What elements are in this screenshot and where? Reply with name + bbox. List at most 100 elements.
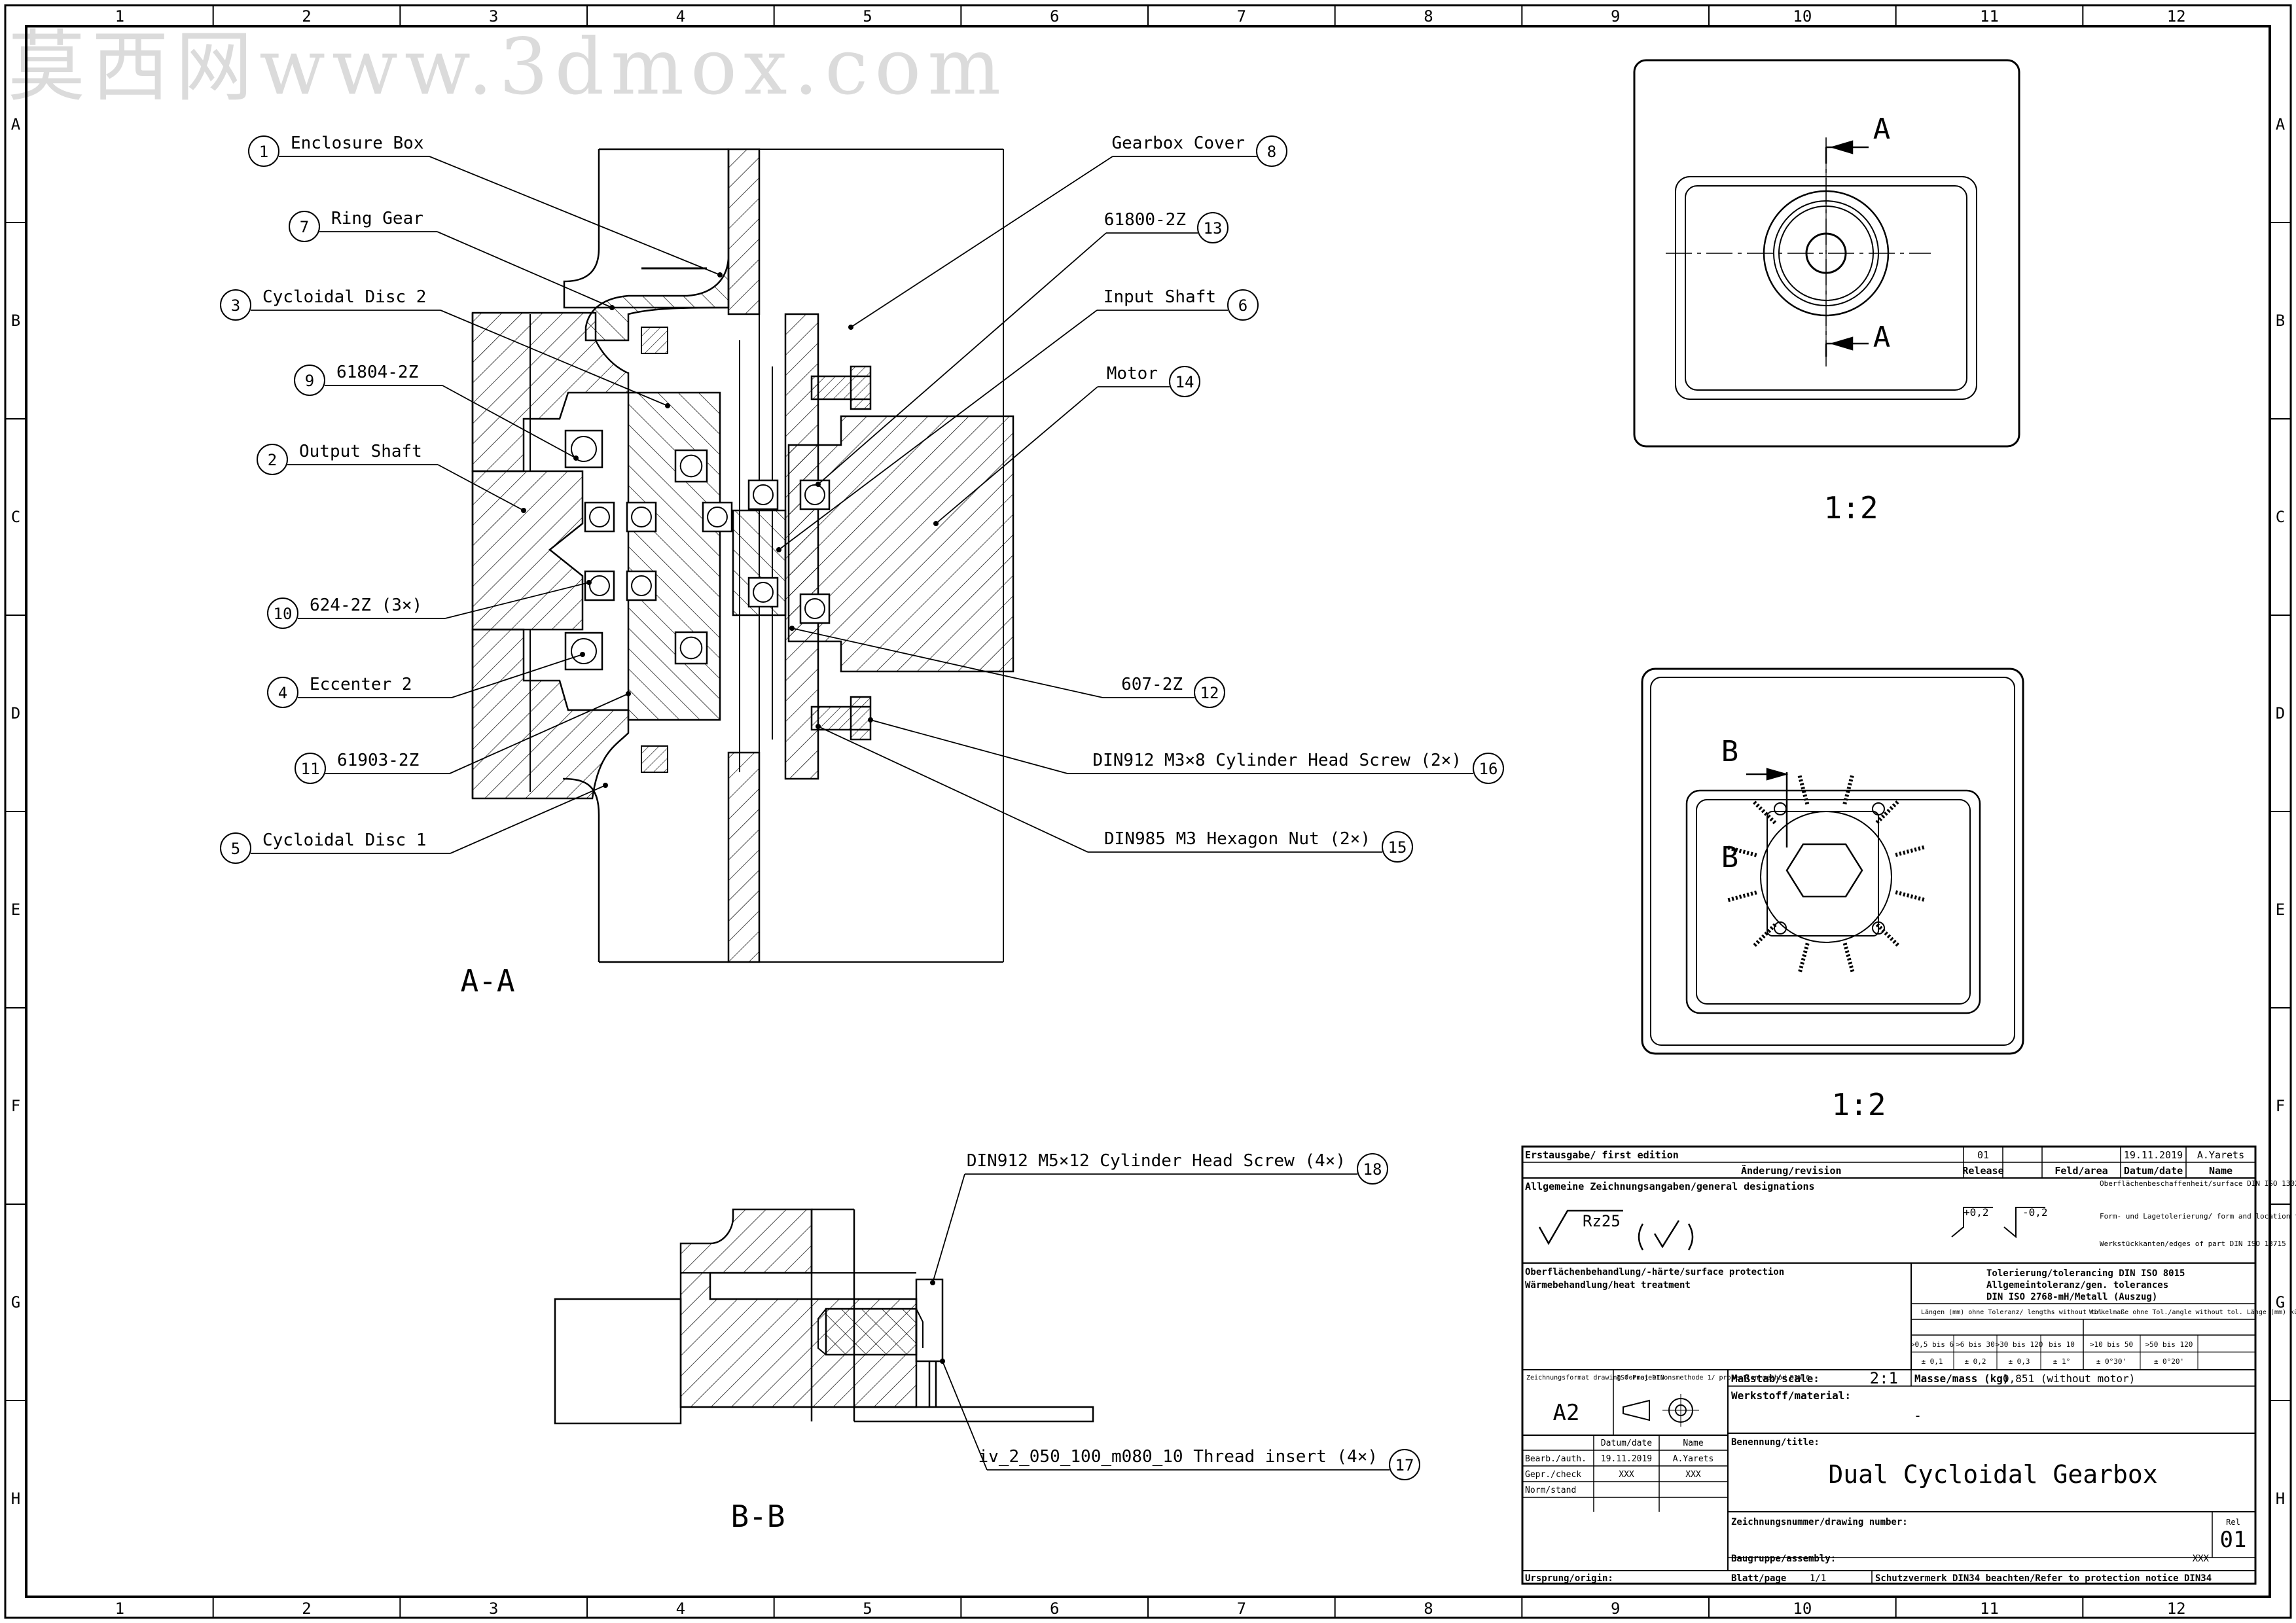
callout-label: Input Shaft [1103,287,1216,307]
tb-tolerancing: Tolerierung/tolerancing DIN ISO 8015 [1986,1268,2185,1279]
callout-number: 2 [268,451,277,469]
callout-6: 6 Input Shaft [776,287,1259,552]
callout-balloon [289,211,320,242]
tb-angles-label: Winkelmaße ohne Tol./angle without tol. … [2089,1309,2296,1316]
tb-revision: Änderung/revision [1741,1164,1842,1177]
callout-number: 15 [1388,838,1407,857]
callout-balloon [257,444,288,475]
tb-assembly: XXX [2193,1554,2210,1564]
callout-leader-dot [609,305,615,310]
callout-label: Ring Gear [331,209,423,228]
callout-balloon [1382,831,1413,863]
output-shaft [471,470,584,631]
section-bb-view [554,1208,1094,1425]
tol-range-cell: >50 bis 120 [2145,1340,2193,1349]
callout-number: 6 [1238,296,1247,315]
tb-material: - [1914,1408,1922,1423]
callout-balloon [267,677,298,708]
callout-leader-dot [521,508,526,513]
frame-row-label-left: E [11,901,20,919]
tb-surface-treatment: Oberflächenbehandlung/-härte/surface pro… [1525,1267,1784,1277]
cut-label-a-bottom: A [1873,321,1891,354]
tb-projection: ISO-Projektionsmethode 1/ projection met… [1617,1374,1810,1382]
tb-title: Dual Cycloidal Gearbox [1828,1460,2157,1489]
callout-leader-dot [933,521,939,526]
tb-surface-std: Oberflächenbeschaffenheit/surface DIN IS… [2100,1179,2296,1188]
callout-balloon [1169,366,1200,397]
cover-screw-upper [810,365,872,410]
spring-mark [1842,775,1854,805]
motor-body [787,415,1014,673]
watermark: 莫西网www.3dmox.com [8,22,1008,112]
spring-mark [1753,923,1777,947]
callout-leader-dot [868,717,873,722]
tb-date-label: Datum/date [2124,1165,2183,1177]
frame-row-label-right: B [2276,312,2285,330]
callout-label: Enclosure Box [291,134,424,153]
top-view [1633,59,2020,448]
tol-value-cell: ± 0,2 [1964,1357,1986,1366]
callout-balloon [1357,1153,1388,1185]
tb-origin-label: Ursprung/origin: [1525,1573,1613,1584]
spring-mark [1895,845,1925,857]
callout-number: 17 [1395,1456,1414,1474]
frame-col-label-bottom: 12 [2167,1599,2186,1618]
scale-top-view: 1:2 [1823,490,1878,526]
tol-range-cell: bis 10 [2049,1340,2075,1349]
tb-rel: 01 [2220,1527,2247,1553]
frame-col-label-top: 7 [1237,7,1246,26]
callout-leader-dot [603,783,608,788]
tb-name-label: Name [2209,1165,2233,1177]
tol-value-cell: ± 0,1 [1921,1357,1943,1366]
callout-label: 61903-2Z [337,751,419,770]
frame-col-label-bottom: 6 [1050,1599,1059,1618]
tol-value-cell: ± 1° [2053,1357,2071,1366]
frame-row-label-right: D [2276,704,2285,722]
callout-leader-dot [580,652,585,657]
callout-leader [450,785,606,854]
spring-mark [1797,775,1810,805]
callout-label: DIN912 M5×12 Cylinder Head Screw (4×) [967,1151,1346,1171]
spring-mark [1753,800,1777,825]
callout-balloon [267,597,298,629]
tol-value-cell: ± 0°30' [2096,1357,2126,1366]
callout-label: 624-2Z (3×) [310,596,422,615]
tb-protection: Schutzvermerk DIN34 beachten/Refer to pr… [1875,1573,2212,1584]
frame-col-label-top: 6 [1050,7,1059,26]
tb-sheet-label: Blatt/page [1731,1573,1786,1584]
callout-leader-dot [816,724,821,729]
tb-lengths-label: Längen (mm) ohne Toleranz/ lengths witho… [1921,1309,2106,1316]
callout-number: 11 [301,760,320,778]
tol-range-cell: >10 bis 50 [2090,1340,2133,1349]
enclosure-top [584,149,730,342]
callout-label: Cycloidal Disc 2 [262,287,426,307]
tb-format: A2 [1553,1400,1580,1426]
tb-rev-name: A.Yarets [2197,1149,2244,1161]
spring-mark [1875,923,1899,947]
callout-leader [451,654,583,698]
tb-mass: 0,851 (without motor) [2003,1372,2135,1385]
callout-leader [850,156,1113,328]
tb-drawing-no-label: Zeichnungsnummer/drawing number: [1731,1517,1908,1527]
spring-mark [1727,846,1757,857]
bb-screw [915,1278,944,1407]
callout-leader [817,232,1107,485]
callout-leader [444,582,590,619]
callout-label: 61800-2Z [1104,210,1186,230]
ring-gear-upper [471,312,630,473]
callout-10: 10 624-2Z (3×) [267,580,592,629]
frame-col-label-bottom: 7 [1237,1599,1246,1618]
tb-mass-label: Masse/mass (kg) [1914,1372,2009,1385]
frame-col-label-top: 9 [1611,7,1620,26]
cover-part [784,313,819,780]
callout-number: 10 [274,605,293,623]
bottom-view [1641,668,2024,1055]
bb-housing [679,1208,918,1408]
callout-number: 9 [305,372,314,390]
frame-row-label-right: G [2276,1293,2285,1311]
tb-general: Allgemeine Zeichnungsangaben/general des… [1525,1181,1815,1192]
